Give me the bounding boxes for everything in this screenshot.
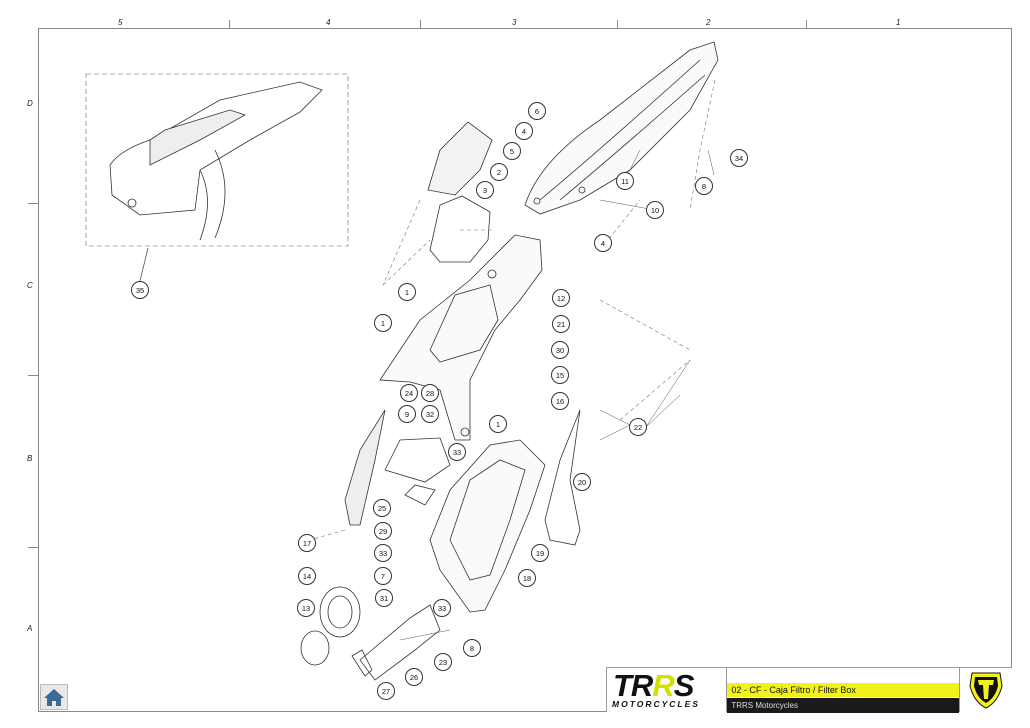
drawing-title: 02 - CF - Caja Filtro / Filter Box	[727, 683, 959, 697]
part-27-plug	[351, 649, 373, 677]
callout-part-1: 1	[489, 415, 507, 433]
callout-part-23: 23	[434, 653, 452, 671]
callout-part-6: 6	[528, 102, 546, 120]
callout-part-30: 30	[551, 341, 569, 359]
logo-subtext: MOTORCYCLES	[612, 699, 700, 709]
column-divider	[806, 20, 807, 28]
part-25-plate	[384, 437, 451, 483]
row-label: B	[27, 454, 33, 463]
part-13-clamp	[300, 630, 330, 666]
callout-part-25: 25	[373, 499, 391, 517]
drawing-frame	[38, 28, 1012, 712]
callout-part-1: 1	[374, 314, 392, 332]
callout-part-33: 33	[374, 544, 392, 562]
column-label: 4	[326, 18, 331, 27]
callout-part-34: 34	[730, 149, 748, 167]
callout-part-8: 8	[463, 639, 481, 657]
company-name: TRRS Motorcycles	[727, 698, 959, 713]
callout-part-33: 33	[448, 443, 466, 461]
callout-part-26: 26	[405, 668, 423, 686]
callout-part-16: 16	[551, 392, 569, 410]
callout-part-4: 4	[594, 234, 612, 252]
callout-part-12: 12	[552, 289, 570, 307]
column-label: 2	[706, 18, 711, 27]
part-3-gasket	[429, 195, 491, 263]
callout-part-13: 13	[297, 599, 315, 617]
column-label: 3	[512, 18, 517, 27]
callout-part-20: 20	[573, 473, 591, 491]
part-18-lower-airbox	[429, 439, 546, 613]
callout-part-35: 35	[131, 281, 149, 299]
home-button[interactable]	[40, 684, 68, 710]
part-2	[427, 121, 493, 196]
column-divider	[229, 20, 230, 28]
callout-part-17: 17	[298, 534, 316, 552]
trrs-logo: TRRS MOTORCYCLES	[607, 668, 728, 712]
part-side-panel-assembly	[109, 81, 323, 241]
callout-part-22: 22	[629, 418, 647, 436]
title-block: TRRS MOTORCYCLES 02 - CF - Caja Filtro /…	[606, 667, 1012, 713]
callout-part-14: 14	[298, 567, 316, 585]
column-label: 1	[896, 18, 901, 27]
column-divider	[617, 20, 618, 28]
callout-part-7: 7	[374, 567, 392, 585]
callout-part-18: 18	[518, 569, 536, 587]
row-divider	[28, 547, 38, 548]
column-divider	[420, 20, 421, 28]
callout-part-29: 29	[374, 522, 392, 540]
callout-part-21: 21	[552, 315, 570, 333]
part-19-side-panel	[544, 409, 581, 546]
callout-part-10: 10	[646, 201, 664, 219]
row-label: A	[27, 624, 33, 633]
part-rear-fender	[524, 41, 719, 215]
callout-part-24: 24	[400, 384, 418, 402]
callout-part-19: 19	[531, 544, 549, 562]
part-12-airbox	[379, 234, 543, 441]
callout-part-33: 33	[433, 599, 451, 617]
part-14-ring	[319, 586, 361, 638]
brand-shield-icon	[960, 668, 1012, 712]
row-label: D	[27, 99, 33, 108]
part-26-intake-tube	[359, 604, 441, 681]
callout-part-1: 1	[398, 283, 416, 301]
part-29	[404, 484, 436, 506]
callout-part-2: 2	[490, 163, 508, 181]
column-label: 5	[118, 18, 123, 27]
callout-part-5: 5	[503, 142, 521, 160]
callout-part-11: 11	[616, 172, 634, 190]
callout-part-27: 27	[377, 682, 395, 700]
row-label: C	[27, 281, 33, 290]
callout-part-31: 31	[375, 589, 393, 607]
home-icon	[44, 689, 64, 706]
part-17-side-cover	[344, 409, 386, 526]
callout-part-8: 8	[695, 177, 713, 195]
callout-part-9: 9	[398, 405, 416, 423]
callout-part-15: 15	[551, 366, 569, 384]
row-divider	[28, 203, 38, 204]
callout-part-28: 28	[421, 384, 439, 402]
detail-box	[85, 73, 349, 247]
callout-part-32: 32	[421, 405, 439, 423]
callout-part-3: 3	[476, 181, 494, 199]
row-divider	[28, 375, 38, 376]
callout-part-4: 4	[515, 122, 533, 140]
